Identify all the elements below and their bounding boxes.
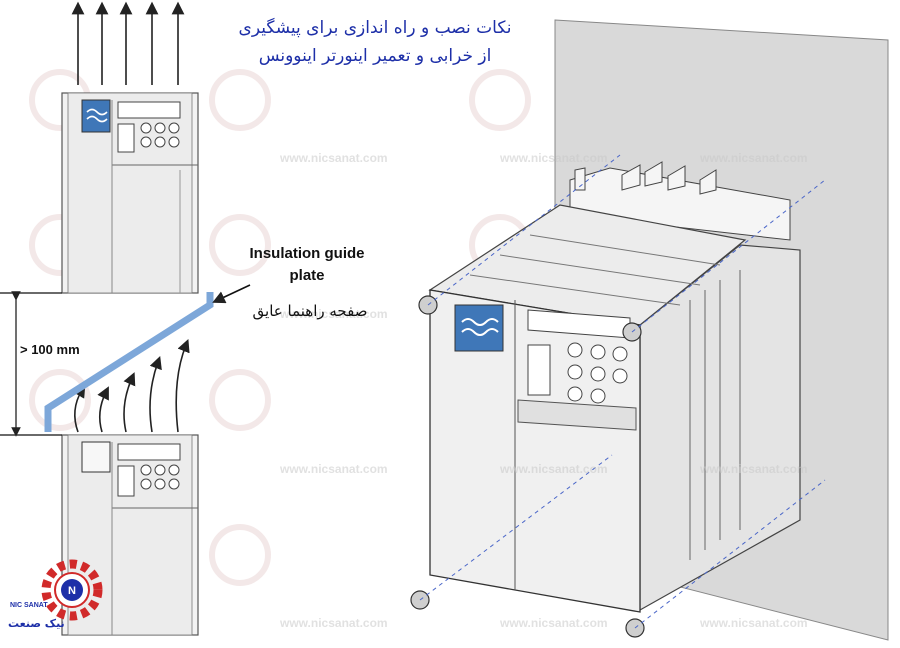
watermark-url: www.nicsanat.com xyxy=(700,616,808,630)
inverter-bottom xyxy=(61,339,199,636)
logo-name-fa: نیک صنعت xyxy=(8,617,65,630)
watermark-url: www.nicsanat.com xyxy=(700,151,808,165)
svg-text:N: N xyxy=(68,585,76,597)
logo-name-en: NIC SANAT xyxy=(10,602,48,609)
insulation-plate-label-en: Insulation guide plate xyxy=(232,243,382,287)
watermark-url: www.nicsanat.com xyxy=(500,151,608,165)
title-line-1: نکات نصب و راه اندازی برای پیشگیری xyxy=(238,18,512,38)
watermark-url: www.nicsanat.com xyxy=(280,616,388,630)
page-title: نکات نصب و راه اندازی برای پیشگیری از خر… xyxy=(205,14,545,70)
watermark-url: www.nicsanat.com xyxy=(280,307,388,321)
watermark-url: www.nicsanat.com xyxy=(700,462,808,476)
plate-pointer-arrow xyxy=(212,284,251,304)
plate-label-line-2: plate xyxy=(289,267,325,284)
clearance-label: > 100 mm xyxy=(20,342,80,357)
clearance-dimension xyxy=(0,291,62,437)
title-line-2: از خرابی و تعمیر اینورتر اینوونس xyxy=(258,46,492,66)
watermark-url: www.nicsanat.com xyxy=(500,462,608,476)
insulation-guide-plate xyxy=(44,292,214,432)
inverter-top xyxy=(61,1,199,294)
airflow-arrows-top xyxy=(71,1,185,85)
inverter-3d xyxy=(410,154,826,638)
plate-label-line-1: Insulation guide xyxy=(249,245,365,262)
watermark-url: www.nicsanat.com xyxy=(280,151,388,165)
insulation-plate-label-fa: صفحه راهنما عایق xyxy=(252,302,368,320)
watermark-url: www.nicsanat.com xyxy=(500,616,608,630)
airflow-arrows-bottom xyxy=(73,339,190,433)
mounting-guide-lines xyxy=(419,154,826,629)
watermark-url: www.nicsanat.com xyxy=(280,462,388,476)
nicsanat-logo-icon: N xyxy=(41,559,103,621)
